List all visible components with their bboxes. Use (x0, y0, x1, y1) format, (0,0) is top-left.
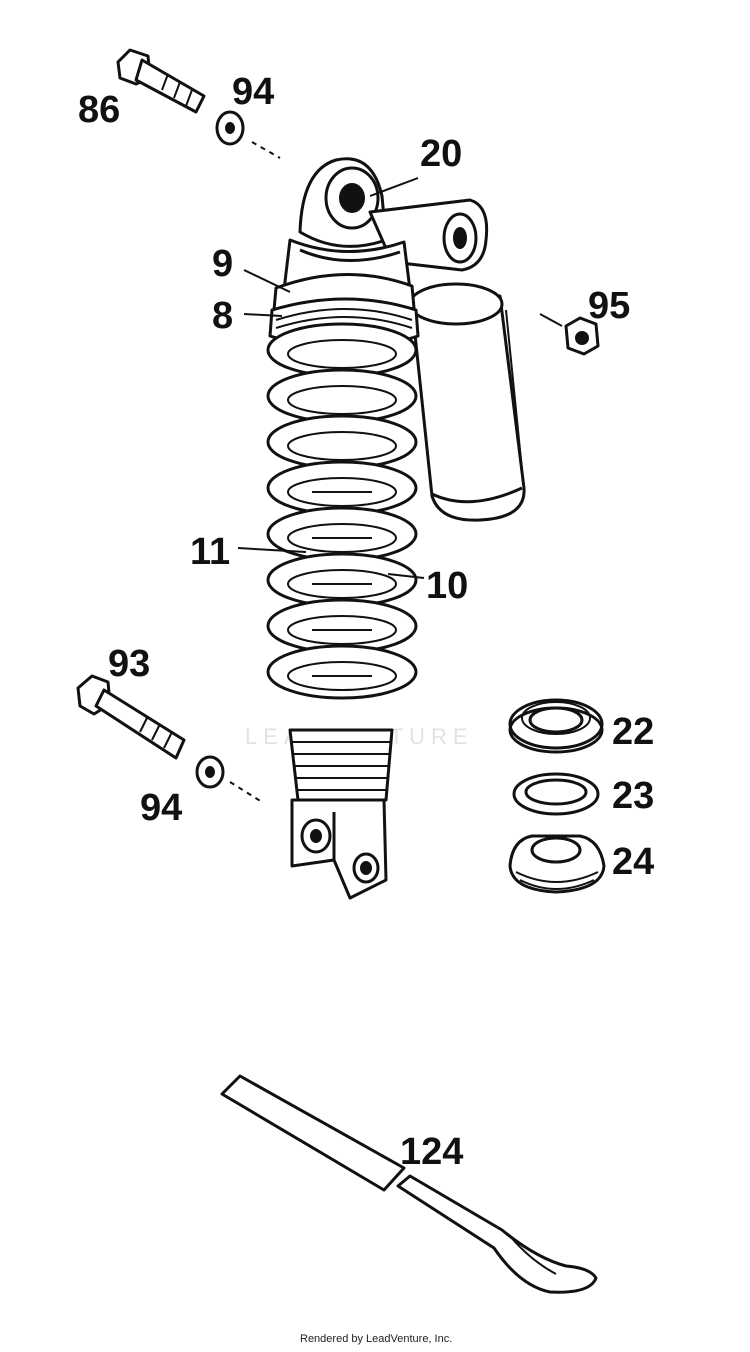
callout-94-bottom: 94 (140, 787, 182, 829)
lower-clevis (290, 798, 388, 900)
coil-spring (266, 322, 418, 700)
part-124-spanner-wrench (220, 1074, 598, 1294)
part-22-seal (508, 698, 604, 754)
callout-23: 23 (612, 775, 654, 817)
callout-9: 9 (212, 243, 233, 285)
callout-10: 10 (426, 565, 468, 607)
part-95-nut (539, 313, 600, 356)
callout-8: 8 (212, 295, 233, 337)
spring-coil-inner (287, 477, 397, 507)
footer-credit: Rendered by LeadVenture, Inc. (300, 1333, 452, 1345)
callout-93: 93 (108, 643, 150, 685)
callout-94-top: 94 (232, 71, 274, 113)
callout-22: 22 (612, 711, 654, 753)
spring-coil-inner (287, 339, 397, 369)
spring-coil-inner (287, 569, 397, 599)
spring-coil-inner (287, 523, 397, 553)
leader-lines (237, 177, 425, 579)
spring-coil-inner (287, 385, 397, 415)
callout-124: 124 (400, 1131, 463, 1173)
callout-20: 20 (420, 133, 462, 175)
part-93-bolt (76, 674, 186, 760)
callout-24: 24 (612, 841, 654, 883)
reservoir-cylinder (408, 282, 526, 522)
lower-threaded-body (288, 728, 394, 802)
callout-95: 95 (588, 285, 630, 327)
spring-coil-inner (287, 661, 397, 691)
part-24-bushing (508, 834, 606, 894)
spring-coil-inner (287, 431, 397, 461)
spring-coil (266, 644, 418, 700)
spring-coil-inner (287, 615, 397, 645)
part-86-bolt (116, 48, 206, 114)
callout-11: 11 (190, 531, 230, 573)
part-23-ring (512, 772, 600, 816)
part-94-bottom-washer (195, 755, 263, 803)
part-94-top-washer (215, 110, 281, 159)
callout-86: 86 (78, 89, 120, 131)
